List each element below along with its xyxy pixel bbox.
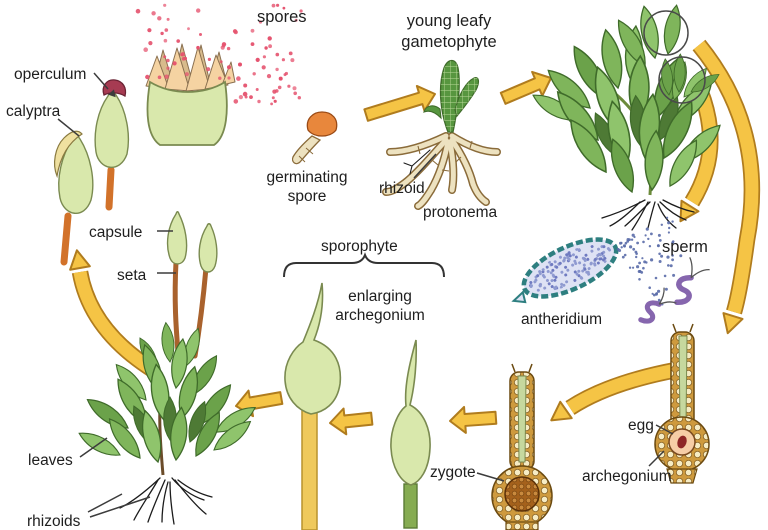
archegonia-tip-ring bbox=[658, 56, 706, 104]
zygote-structure bbox=[491, 363, 553, 530]
label-egg: egg bbox=[628, 417, 654, 434]
label-rhizoid: rhizoid bbox=[379, 180, 425, 197]
archegonium-structure bbox=[654, 323, 710, 484]
sporophyte-brace bbox=[283, 252, 445, 278]
germinating-spore bbox=[291, 111, 338, 165]
leafy-gametophyte bbox=[528, 3, 727, 231]
label-antheridium: antheridium bbox=[521, 311, 602, 328]
label-seta: seta bbox=[117, 267, 147, 284]
arrow-gametophyte-to-archegonium bbox=[692, 39, 761, 335]
label-capsule: capsule bbox=[89, 224, 143, 241]
gametophyte-rhizoids bbox=[601, 199, 695, 231]
moss-leaves bbox=[75, 321, 260, 465]
protonema-filaments bbox=[382, 132, 501, 210]
arrow-enlarging-to-sporophyte bbox=[329, 407, 374, 436]
pointer-lines bbox=[57, 72, 674, 518]
label-sperm: sperm bbox=[662, 238, 708, 256]
label-protonema: protonema bbox=[423, 204, 498, 221]
sperm-spray-dots bbox=[616, 216, 684, 306]
spore-dots bbox=[135, 3, 303, 106]
label-leaves: leaves bbox=[28, 452, 73, 469]
gametophyte-bud bbox=[423, 59, 480, 133]
cycle-arrows bbox=[69, 39, 761, 436]
arrow-archegonium-to-zygote bbox=[550, 361, 678, 422]
label-spores: spores bbox=[257, 8, 307, 26]
arrow-young-to-leafy bbox=[499, 70, 552, 105]
label-calyptra: calyptra bbox=[6, 103, 61, 120]
arrow-zygote-to-enlarging bbox=[449, 405, 498, 434]
gametophyte-leaves bbox=[528, 3, 727, 196]
sperm-cell bbox=[638, 287, 677, 324]
sporophyte-capsule bbox=[166, 211, 188, 265]
arrow-spore-to-gametophyte bbox=[363, 84, 436, 122]
label-young-leafy-gametophyte: young leafy gametophyte bbox=[401, 12, 497, 51]
antheridium-structure bbox=[511, 216, 710, 324]
label-enlarging-archegonium: enlarging archegonium bbox=[335, 288, 425, 325]
label-rhizoids: rhizoids bbox=[27, 513, 81, 530]
label-zygote: zygote bbox=[430, 464, 476, 481]
capsule-with-calyptra bbox=[54, 130, 94, 266]
moss-gametophyte-with-sporophytes bbox=[75, 211, 260, 525]
capsule-with-operculum bbox=[94, 79, 130, 211]
arrow-moss-to-capsule bbox=[69, 249, 158, 377]
sperm-cell bbox=[674, 257, 710, 305]
antheridia-tip-ring bbox=[643, 10, 689, 56]
label-germinating-spore: germinating spore bbox=[266, 169, 348, 206]
moss-rhizoids bbox=[119, 477, 213, 525]
open-spore-capsule bbox=[135, 3, 303, 146]
young-leafy-gametophyte bbox=[382, 59, 501, 210]
enlarging-archegonium-small bbox=[390, 339, 431, 529]
label-sporophyte: sporophyte bbox=[321, 238, 398, 255]
enlarging-archegonium-large bbox=[284, 282, 342, 530]
label-operculum: operculum bbox=[14, 66, 87, 83]
sporophyte-capsule bbox=[198, 223, 218, 273]
zygote-cell bbox=[504, 476, 540, 512]
label-archegonium: archegonium bbox=[582, 468, 672, 485]
